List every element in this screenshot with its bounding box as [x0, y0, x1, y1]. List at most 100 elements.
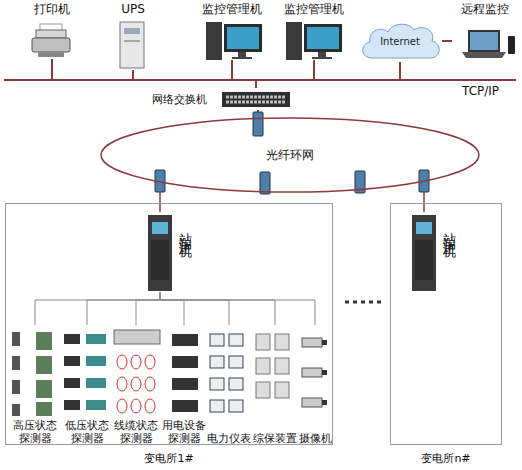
laptop-icon — [462, 30, 515, 58]
lv-detector-icons-part — [64, 400, 80, 410]
node-text: 变电所n# — [391, 452, 501, 465]
printer-icon-part — [38, 52, 64, 57]
switch-icon — [222, 92, 290, 107]
power-meter-icons-part — [210, 356, 224, 368]
lv-detector-icons-part — [86, 378, 106, 388]
monitor-pc-node: 监控管理机 — [198, 3, 266, 60]
camera-icons-part — [322, 340, 327, 345]
hv-detector-icons-part — [36, 356, 52, 374]
cable-detector-icons-part-part — [145, 355, 155, 369]
ring-outline — [101, 118, 479, 192]
detector-node: 线缆状态探测器 — [110, 325, 162, 445]
node-text: 远程监控 — [452, 3, 518, 16]
monitor-pc-node: 监控管理机 — [280, 3, 348, 60]
node-text: 摄像机 — [298, 432, 332, 445]
cable-detector-icons-part-part — [117, 377, 127, 391]
protection-device-icons — [256, 334, 289, 398]
cabinet-icon-part — [148, 215, 172, 291]
printer-icon — [32, 24, 70, 57]
power-meter-icons-part — [229, 356, 243, 368]
pc-icon — [286, 22, 342, 60]
power-meter-icons-part — [229, 378, 243, 390]
hv-detector-icons-part — [12, 380, 20, 394]
camera-icons-part — [302, 338, 322, 347]
pc-icon-part — [318, 52, 326, 57]
node-text: 监控管理机 — [280, 3, 348, 16]
station-host: 站端主机 — [145, 212, 200, 292]
connector — [160, 292, 184, 325]
network-switch-node: 网络交换机 — [152, 88, 292, 110]
cable-detector-icons-part-part — [145, 377, 155, 391]
printer-icon-part — [36, 30, 66, 38]
hv-detector-icons — [12, 332, 52, 416]
load-detector-icons-part — [172, 400, 198, 412]
connector — [87, 292, 160, 325]
lv-detector-icons-part — [86, 400, 106, 410]
cabinet-icon-part — [415, 240, 433, 280]
pc-icon-part — [206, 22, 222, 60]
hv-detector-icons-part — [36, 380, 52, 398]
lv-detector-icons — [64, 334, 106, 410]
hv-detector-icons-part — [12, 332, 20, 346]
protection-device-icons-part — [275, 358, 289, 374]
meter-node: 电力仪表 — [206, 325, 252, 445]
load-detector-icons-part — [172, 378, 198, 390]
cable-detector-icons-part-part — [131, 377, 141, 391]
connector — [160, 292, 229, 325]
protection-device-icons-part — [256, 358, 270, 374]
substation-box: 变电所n#站端主机 — [390, 203, 502, 445]
camera-node: 摄像机 — [298, 325, 332, 445]
connector — [160, 292, 275, 325]
protection-node: 综保装置 — [252, 325, 298, 445]
node-text: 站端主机 — [441, 222, 457, 238]
cable-detector-icons-part — [114, 330, 160, 344]
pc-icon-part — [307, 27, 339, 49]
lv-detector-icons-part — [86, 356, 106, 366]
protection-device-icons-part — [256, 382, 270, 398]
node-text: 电力仪表 — [206, 432, 252, 445]
pc-icon-part — [312, 57, 332, 59]
connector — [232, 60, 256, 88]
camera-icons-part — [302, 368, 322, 377]
protection-device-icons-part — [275, 382, 289, 398]
connector — [35, 292, 160, 325]
node-text: 高压状态探测器 — [8, 419, 62, 445]
detector-node: 高压状态探测器 — [8, 325, 62, 445]
lv-detector-icons-part — [86, 334, 106, 344]
power-meter-icons-part — [229, 400, 243, 412]
node-text: 监控管理机 — [198, 3, 266, 16]
camera-icons — [302, 338, 327, 407]
fiber-converter-icon-part — [253, 112, 263, 136]
hv-detector-icons-part — [12, 404, 20, 416]
cabinet-icon-part — [151, 240, 169, 280]
hv-detector-icons-part — [36, 332, 52, 350]
switch-icon-part — [226, 101, 286, 104]
laptop-icon-part — [468, 30, 500, 52]
pc-icon — [206, 22, 262, 60]
node-text: 打印机 — [22, 3, 82, 16]
cable-detector-icons-part-part — [145, 399, 155, 413]
ups-icon-part — [124, 28, 140, 34]
power-meter-icons-part — [210, 378, 224, 390]
protection-device-icons-part — [256, 334, 270, 350]
node-text: UPS — [108, 3, 158, 16]
load-detector-icons-part — [172, 356, 198, 368]
load-detector-icons — [172, 334, 198, 412]
bus-label: TCP/IP — [462, 85, 499, 98]
printer-node: 打印机 — [22, 3, 82, 59]
cable-detector-icons-part-part — [131, 355, 141, 369]
node-text: 光纤环网 — [100, 117, 480, 193]
connector — [160, 292, 315, 325]
switch-icon-part — [226, 96, 286, 99]
pc-icon-part — [238, 52, 246, 57]
power-meter-icons — [210, 334, 243, 412]
camera-icons-part — [302, 398, 322, 407]
connector — [256, 62, 400, 88]
connector — [256, 60, 314, 88]
node-text: 网络交换机 — [152, 93, 220, 106]
printer-icon-part — [32, 38, 70, 52]
pc-icon-part — [224, 24, 262, 52]
node-text: 低压状态探测器 — [60, 419, 114, 445]
pc-icon-part — [286, 22, 302, 60]
node-text: 用电设备探测器 — [162, 419, 206, 445]
